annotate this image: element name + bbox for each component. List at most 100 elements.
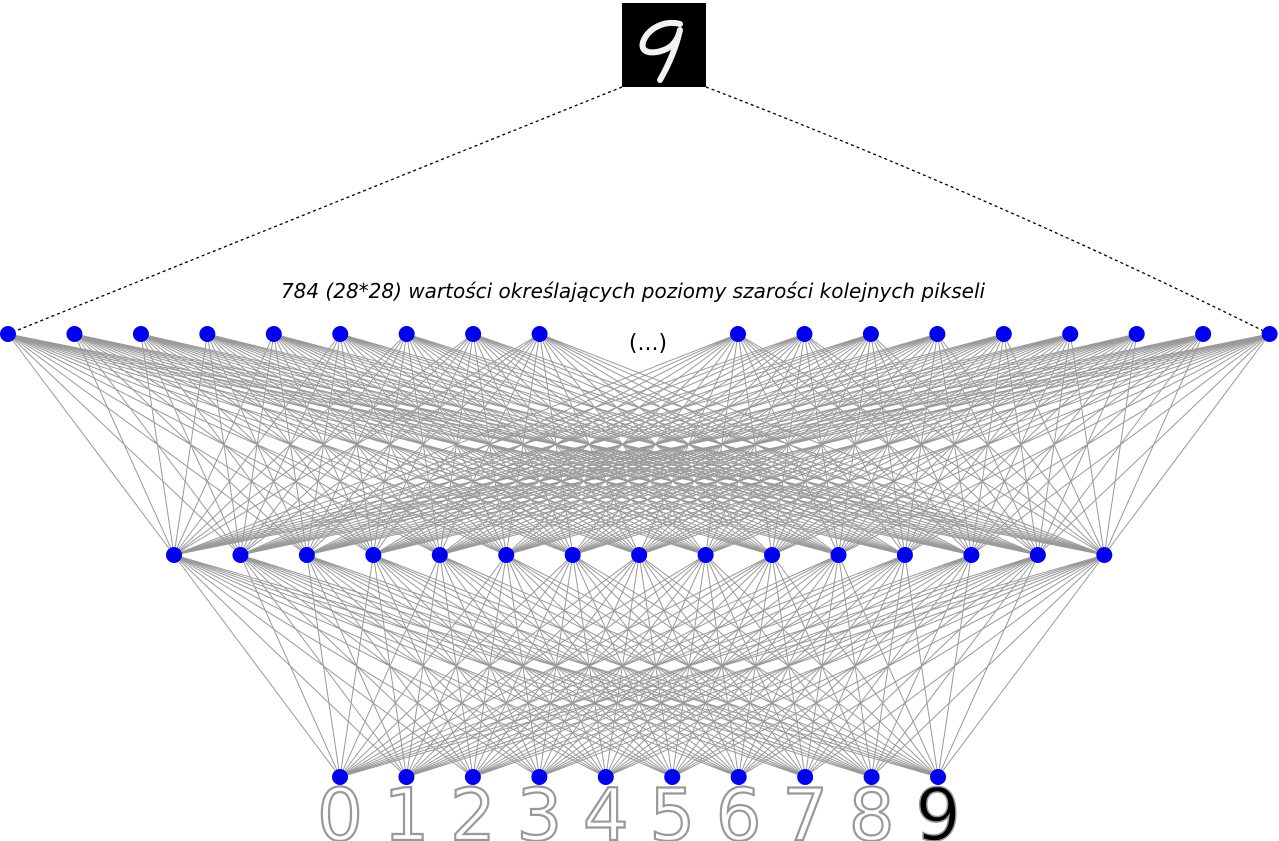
hidden-neuron [232,547,249,563]
edge-hidden-output [738,554,1105,778]
edge-input-hidden [971,333,1270,556]
edge-input-hidden [173,333,208,556]
edge-input-hidden [173,333,1270,556]
edge-hidden-output [339,554,906,778]
hidden-neuron [963,547,980,563]
hidden-neuron [498,547,515,563]
output-neuron [531,769,548,785]
edge-input-hidden [705,333,1270,556]
input-neuron [66,326,83,342]
output-label-4: 4 [583,773,629,841]
edge-hidden-output [539,554,1105,778]
edge-input-hidden [838,333,1270,556]
edge-input-hidden [373,333,1270,556]
input-neuron [465,326,482,342]
input-layer-caption: 784 (28*28) wartości określających pozio… [281,279,986,303]
input-neuron [265,326,282,342]
edge-input-hidden [173,333,938,556]
edge-hidden-output [339,554,507,778]
input-neuron [1128,326,1145,342]
connections [7,333,1271,778]
edge-hidden-output [339,554,839,778]
input-neuron [995,326,1012,342]
edge-input-hidden [173,333,540,556]
edge-hidden-output [339,554,574,778]
edge-hidden-output [339,554,640,778]
input-projection-lines [7,86,1270,335]
output-label-0: 0 [317,773,363,841]
handwritten-nine [639,20,683,83]
output-label-6: 6 [716,773,762,841]
neurons [0,326,1278,785]
output-neuron [398,769,415,785]
edge-input-hidden [173,333,805,556]
edge-input-hidden [506,333,1270,556]
edge-input-hidden [7,333,175,556]
edge-hidden-output [339,554,706,778]
input-neuron [796,326,813,342]
edge-hidden-output [937,554,1105,778]
output-neuron [930,769,947,785]
input-neuron [1261,326,1278,342]
hidden-neuron [830,547,847,563]
output-label-5: 5 [649,773,695,841]
output-neuron [664,769,681,785]
input-neuron [199,326,216,342]
edge-input-hidden [173,333,1071,556]
edge-hidden-output [406,554,1105,778]
edge-input-hidden [173,333,1204,556]
hidden-neuron [564,547,581,563]
edge-hidden-output [339,554,972,778]
output-neuron [863,769,880,785]
hidden-neuron [1096,547,1113,563]
edge-hidden-output [472,554,1105,778]
edge-input-hidden [173,333,341,556]
hidden-neuron [1029,547,1046,563]
ellipsis: (...) [629,331,667,356]
dashed-line-left [7,86,623,335]
edge-input-hidden [73,333,175,556]
edge-hidden-output [804,554,1105,778]
input-neuron [0,326,16,342]
edge-hidden-output [339,554,374,778]
output-neuron [797,769,814,785]
edge-input-hidden [1037,333,1270,556]
edge-hidden-output [173,554,341,778]
edge-input-hidden [240,333,1270,556]
edge-hidden-output [605,554,1105,778]
hidden-neuron [764,547,781,563]
edge-hidden-output [239,554,341,778]
output-label-1: 1 [384,773,430,841]
edge-input-hidden [439,333,1270,556]
input-neuron [1195,326,1212,342]
hidden-neuron [166,547,182,563]
output-label-2: 2 [450,773,496,841]
edge-input-hidden [173,333,408,556]
edge-input-hidden [173,333,275,556]
edge-hidden-output [306,554,341,778]
hidden-neuron [631,547,648,563]
input-neuron [862,326,879,342]
edge-hidden-output [339,554,1039,778]
input-neuron [929,326,946,342]
edge-hidden-output [339,554,441,778]
edge-input-hidden [140,333,175,556]
edge-input-hidden [1103,333,1271,556]
input-neuron [531,326,548,342]
input-neuron [1062,326,1079,342]
output-label-3: 3 [516,773,562,841]
edge-input-hidden [306,333,1270,556]
edge-hidden-output [339,554,1105,778]
input-image [622,3,706,87]
edge-hidden-output [672,554,1105,778]
edge-input-hidden [638,333,1270,556]
hidden-neuron [298,547,315,563]
input-neuron [132,326,149,342]
hidden-neuron [697,547,714,563]
output-neuron [464,769,481,785]
output-neuron [597,769,614,785]
input-neuron [398,326,415,342]
edge-input-hidden [173,333,474,556]
edge-input-hidden [173,333,739,556]
